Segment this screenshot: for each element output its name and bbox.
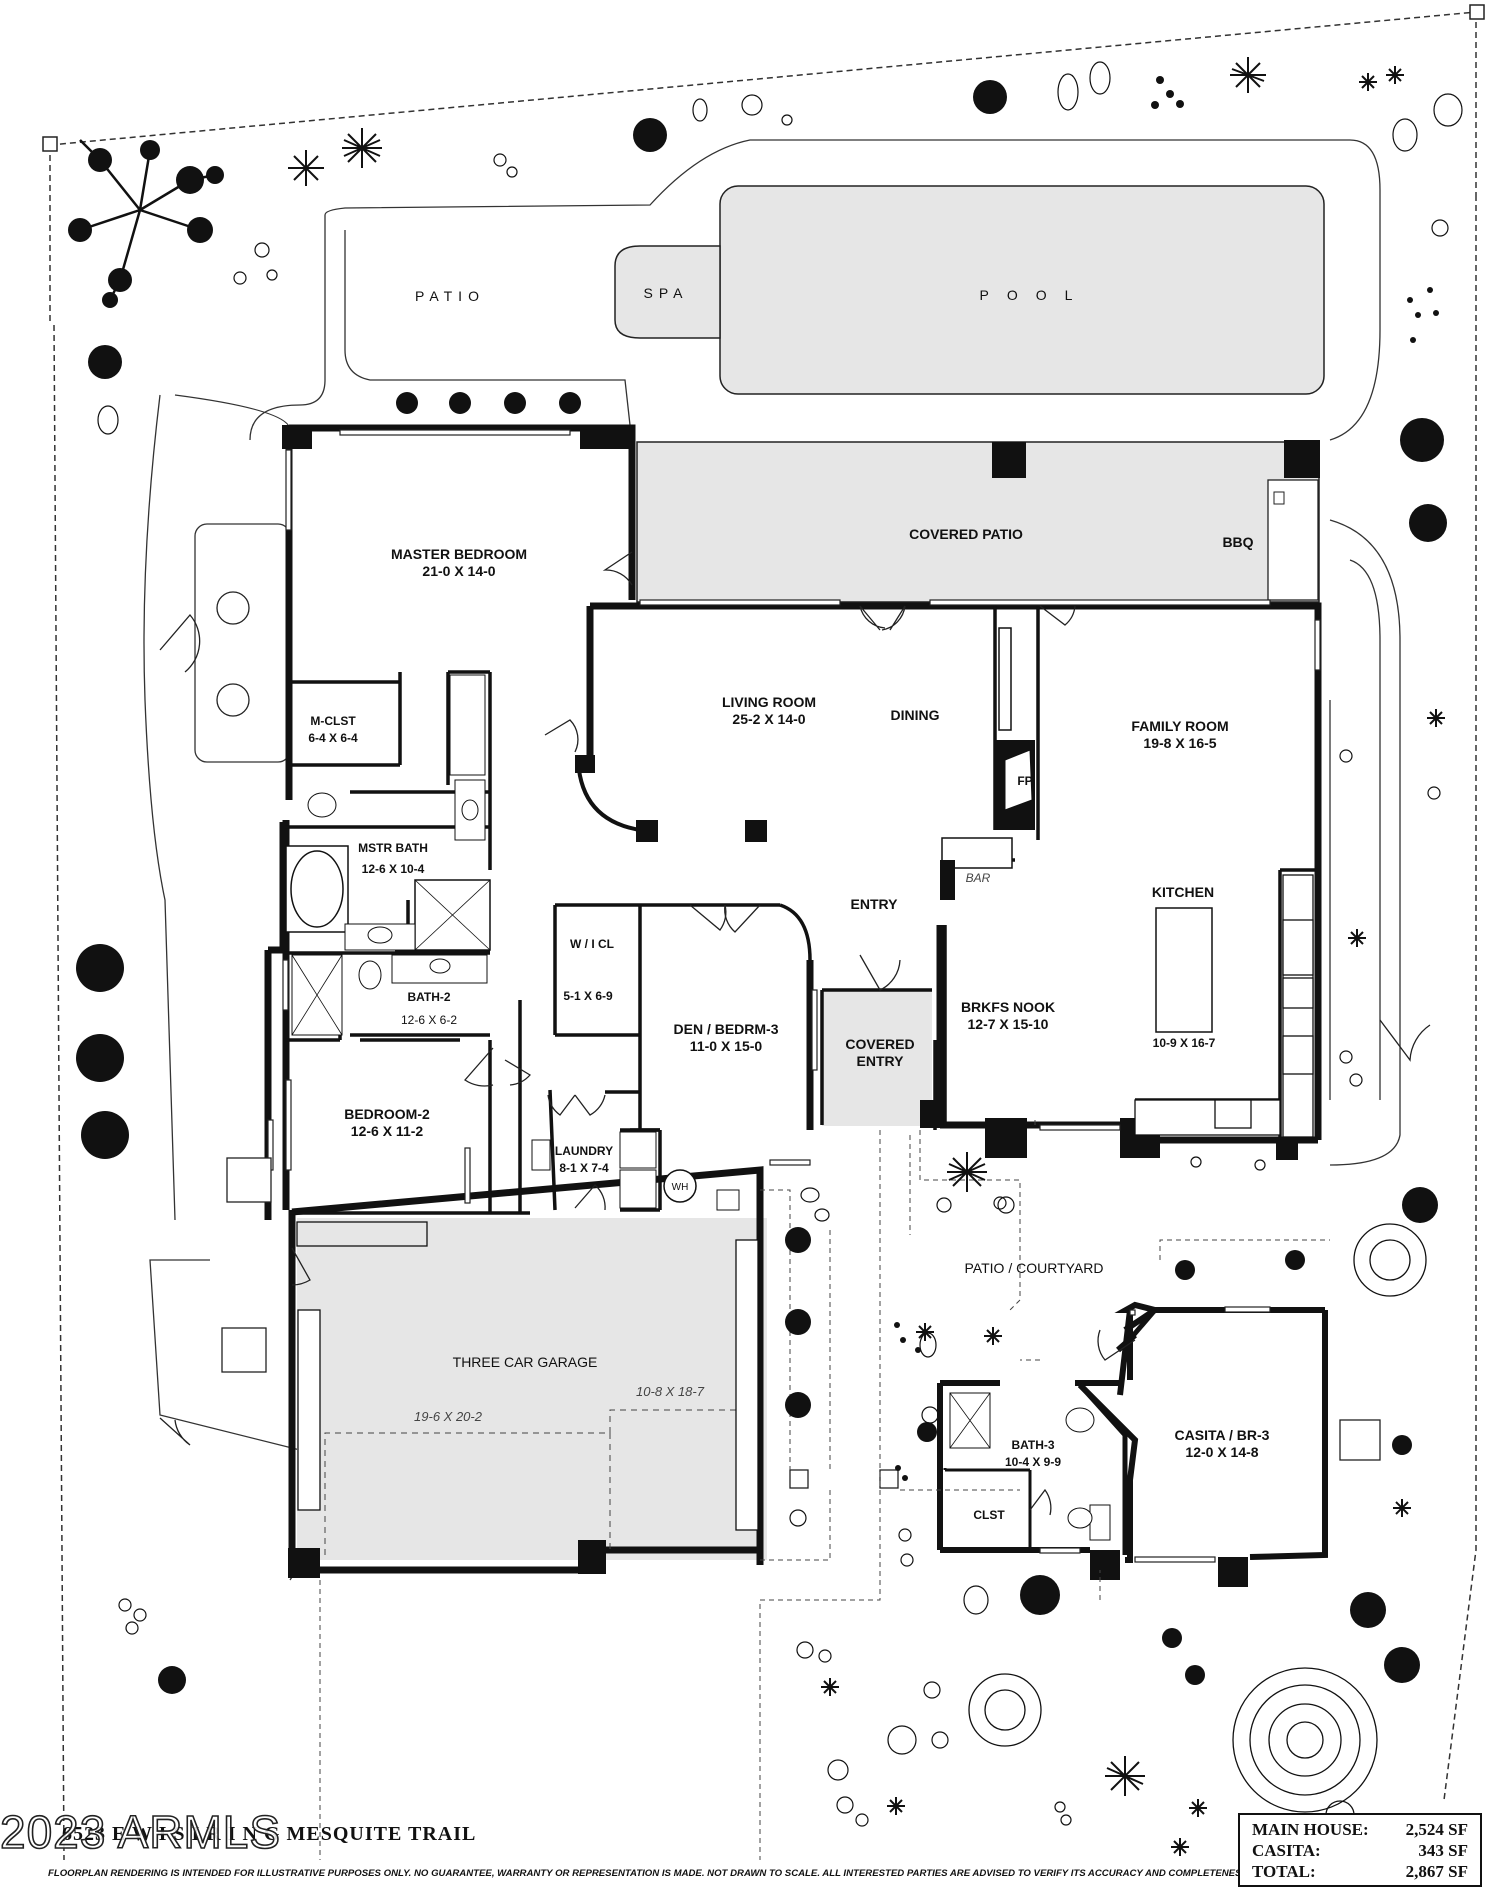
summary-label: MAIN HOUSE: xyxy=(1252,1820,1369,1839)
room-dimensions: 12-6 X 11-2 xyxy=(350,1123,424,1139)
room-name: MSTR BATH xyxy=(358,841,428,855)
area-summary-box: MAIN HOUSE: 2,524 SF CASITA: 343 SF TOTA… xyxy=(1238,1813,1482,1887)
bedroom-2-label: BEDROOM-2 12-6 X 11-2 xyxy=(344,1106,430,1140)
bar-label: BAR xyxy=(965,871,991,885)
walk-in-closet-label: W / I CL xyxy=(570,937,614,951)
room-dimensions: 12-0 X 14-8 xyxy=(1185,1444,1259,1460)
room-dimensions: 11-0 X 15-0 xyxy=(689,1038,763,1054)
room-name: M-CLST xyxy=(310,714,356,728)
mstr-bath-label: MSTR BATH 12-6 X 10-4 xyxy=(358,840,428,878)
room-name: BATH-2 xyxy=(407,990,451,1004)
casita-label: CASITA / BR-3 12-0 X 14-8 xyxy=(1175,1427,1270,1461)
summary-row-main: MAIN HOUSE: 2,524 SF xyxy=(1252,1819,1468,1840)
summary-value: 343 SF xyxy=(1418,1841,1468,1860)
room-dimensions: 12-7 X 15-10 xyxy=(967,1016,1049,1032)
patio-label: PATIO xyxy=(415,288,485,304)
room-name: FAMILY ROOM xyxy=(1131,718,1229,734)
summary-label: CASITA: xyxy=(1252,1841,1321,1860)
brkfs-nook-label: BRKFS NOOK 12-7 X 15-10 xyxy=(961,999,1055,1033)
summary-value: 2,867 SF xyxy=(1405,1862,1468,1881)
room-dimensions: 12-6 X 10-4 xyxy=(361,862,425,876)
summary-value: 2,524 SF xyxy=(1405,1820,1468,1839)
property-boundary xyxy=(49,11,1477,1861)
room-dimensions: 10-4 X 9-9 xyxy=(1004,1455,1062,1469)
property-address: 6523 E W I S I R I N G MESQUITE TRAIL xyxy=(62,1823,477,1845)
room-dimensions: 19-8 X 16-5 xyxy=(1143,735,1217,751)
bath-2-label: BATH-2 12-6 X 6-2 xyxy=(401,989,457,1029)
summary-row-total: TOTAL: 2,867 SF xyxy=(1252,1861,1468,1882)
water-heater-label: WH xyxy=(671,1182,689,1193)
courtyard-label: PATIO / COURTYARD xyxy=(964,1260,1104,1276)
family-room-label: FAMILY ROOM 19-8 X 16-5 xyxy=(1131,718,1228,752)
covered-patio-label: COVERED PATIO xyxy=(909,526,1023,542)
fireplace-label: FP xyxy=(1017,774,1033,788)
room-dimensions: 8-1 X 7-4 xyxy=(559,1161,609,1175)
room-dimensions: 25-2 X 14-0 xyxy=(732,711,806,727)
living-room-label: LIVING ROOM 25-2 X 14-0 xyxy=(722,694,816,728)
dining-label: DINING xyxy=(890,707,940,723)
summary-label: TOTAL: xyxy=(1252,1862,1316,1881)
room-name: LIVING ROOM xyxy=(721,694,817,710)
m-clst-label: M-CLST 6-4 X 6-4 xyxy=(308,713,357,747)
entry-label: ENTRY xyxy=(850,896,898,912)
room-name: BATH-3 xyxy=(1011,1438,1055,1452)
room-name-line2: ENTRY xyxy=(856,1053,904,1069)
room-dimensions: 6-4 X 6-4 xyxy=(308,731,358,745)
room-name: LAUNDRY xyxy=(554,1144,614,1158)
bbq-label: BBQ xyxy=(1222,534,1254,550)
covered-entry-label: COVERED ENTRY xyxy=(845,1036,914,1070)
kitchen-dimensions: 10-9 X 16-7 xyxy=(1152,1036,1216,1050)
room-dimensions: 21-0 X 14-0 xyxy=(422,563,496,579)
walk-in-closet-dimensions: 5-1 X 6-9 xyxy=(563,989,613,1003)
spa-label: SPA xyxy=(643,285,689,301)
room-dimensions: 12-6 X 6-2 xyxy=(400,1013,458,1027)
watermark: 2023 ARMLS xyxy=(0,1805,282,1859)
room-name: MASTER BEDROOM xyxy=(390,546,528,562)
room-name: CASITA / BR-3 xyxy=(1174,1427,1270,1443)
casita-closet-label: CLST xyxy=(973,1508,1005,1522)
summary-row-casita: CASITA: 343 SF xyxy=(1252,1840,1468,1861)
garage-dimensions-main: 19-6 X 20-2 xyxy=(414,1409,482,1424)
room-name: DEN / BEDRM-3 xyxy=(673,1021,779,1037)
garage-dimensions-third-bay: 10-8 X 18-7 xyxy=(636,1384,704,1399)
disclaimer: FLOORPLAN RENDERING IS INTENDED FOR ILLU… xyxy=(48,1868,1305,1879)
bath-3-label: BATH-3 10-4 X 9-9 xyxy=(1005,1437,1061,1471)
kitchen-label: KITCHEN xyxy=(1151,884,1215,900)
master-bedroom-label: MASTER BEDROOM 21-0 X 14-0 xyxy=(391,546,527,580)
room-name: COVERED xyxy=(845,1036,915,1052)
den-label: DEN / BEDRM-3 11-0 X 15-0 xyxy=(673,1021,778,1055)
pool-label: POOL xyxy=(979,287,1091,303)
room-name: BRKFS NOOK xyxy=(960,999,1056,1015)
room-name: BEDROOM-2 xyxy=(344,1106,430,1122)
garage-label: THREE CAR GARAGE xyxy=(452,1354,598,1370)
laundry-label: LAUNDRY 8-1 X 7-4 xyxy=(555,1143,613,1177)
